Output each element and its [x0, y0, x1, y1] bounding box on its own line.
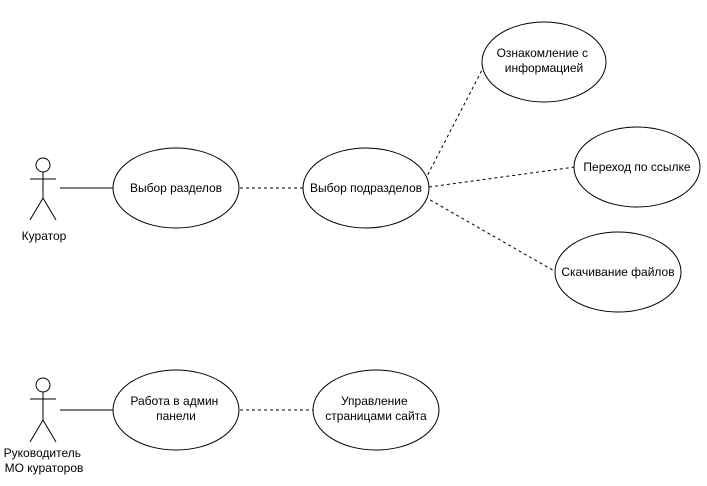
use-case-label-line-1: Работа в админ: [130, 394, 218, 408]
use-case-label: Выбор разделов: [130, 181, 222, 195]
use-case-label: Ознакомление с информацией: [497, 46, 592, 75]
use-case-label: Выбор подразделов: [310, 181, 422, 195]
use-case-select-subsections: Выбор подразделов: [302, 147, 430, 229]
use-case-admin-panel: Работа в админ панели: [112, 369, 240, 451]
actor-label-head-line-2: МО кураторов: [5, 461, 84, 475]
use-case-manage-pages: Управление страницами сайта: [312, 369, 440, 451]
actor-curator: [29, 157, 57, 221]
actor-head-of-curators: [29, 377, 57, 443]
use-case-view-info: Ознакомление с информацией: [481, 21, 607, 103]
use-case-ellipse: [554, 231, 682, 313]
actor-head-circle: [35, 377, 51, 393]
use-case-follow-link: Переход по ссылке: [573, 126, 701, 208]
use-case-ellipse: [302, 147, 430, 229]
use-case-label-line-2: панели: [156, 409, 196, 423]
use-case-select-sections: Выбор разделов: [112, 147, 240, 229]
link-select-subsections-view-info: [424, 69, 483, 181]
connectors: [60, 69, 576, 411]
use-case-label-line-1: Ознакомление с: [497, 46, 588, 60]
use-case-ellipse: [112, 147, 240, 229]
actor-label-curator: Куратор: [22, 229, 67, 243]
use-case-label: Работа в админ панели: [130, 394, 221, 423]
link-select-subsections-download-files: [424, 196, 557, 273]
actor-head-circle: [35, 157, 51, 173]
use-case-label: Скачивание файлов: [561, 265, 674, 279]
use-case-label: Управление страницами сайта: [325, 394, 427, 423]
use-case-ellipse: [312, 369, 440, 451]
use-case-label-line-1: Управление: [341, 394, 408, 408]
use-case-ellipse: [481, 21, 607, 103]
use-case-label-line-2: страницами сайта: [325, 409, 427, 423]
use-case-ellipse: [573, 126, 701, 208]
link-select-subsections-follow-link: [428, 166, 576, 188]
use-case-label: Переход по ссылке: [583, 160, 691, 174]
actor-left-leg: [29, 197, 44, 221]
actor-label-head: Руководитель МО кураторов: [4, 446, 85, 475]
use-case-download-files: Скачивание файлов: [554, 231, 682, 313]
use-case-label-line-2: информацией: [505, 61, 583, 75]
actor-right-leg: [42, 197, 57, 221]
actor-left-leg: [29, 419, 44, 443]
actor-label-head-line-1: Руководитель: [4, 446, 81, 460]
actor-right-leg: [42, 419, 57, 443]
use-case-ellipse: [112, 369, 240, 451]
